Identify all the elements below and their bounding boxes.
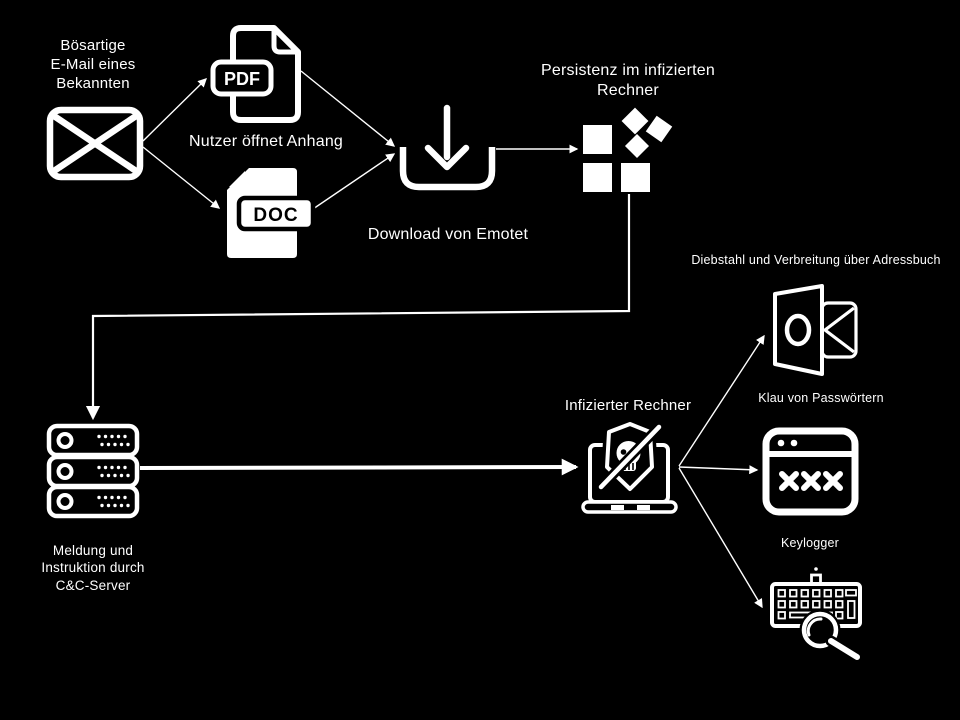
infected-computer-label: Infizierter Rechner (564, 397, 692, 414)
pdf-badge: PDF (224, 69, 260, 89)
arrow-laptop-to-outlook (678, 334, 765, 467)
address-book-theft-label: Diebstahl und Verbreitung über Adressbuc… (691, 253, 941, 267)
infected-laptop-icon (581, 418, 678, 514)
download-icon (399, 104, 496, 191)
email-envelope-icon (46, 106, 144, 181)
arrow-server-to-laptop (139, 458, 579, 476)
password-theft-label: Klau von Passwörtern (758, 391, 884, 405)
malicious-email-label-line: Bekannten (56, 75, 130, 93)
cc-server-label-line: Instruktion durch (41, 560, 145, 576)
arrow-persistence-to-server (85, 194, 631, 421)
persistence-label-line: Rechner (597, 82, 659, 100)
persistence-label: Persistenz im infizierten Rechner (541, 61, 715, 102)
open-attachment-label: Nutzer öffnet Anhang (188, 133, 344, 150)
app-fragments-icon (583, 107, 673, 192)
arrow-pdf-to-download (300, 70, 396, 147)
malicious-email-label: Bösartige E-Mail eines Bekannten (51, 36, 136, 94)
password-window-icon (762, 427, 859, 516)
arrow-laptop-to-keylogger (678, 467, 763, 609)
arrow-doc-to-download (312, 153, 396, 210)
malicious-email-label-line: Bösartige (60, 37, 126, 54)
download-emotet-label: Download von Emotet (367, 226, 529, 243)
keyboard-magnifier-icon (770, 567, 863, 663)
persistence-label-line: Persistenz im infizierten (541, 62, 715, 79)
keylogger-label: Keylogger (780, 536, 840, 550)
malicious-email-label-line: E-Mail eines (50, 56, 136, 74)
cc-server-label-line: C&C-Server (55, 577, 131, 593)
pdf-file-icon: PDF (210, 25, 301, 123)
server-stack-icon (46, 423, 140, 519)
doc-badge: DOC (253, 205, 298, 226)
arrow-email-to-doc (142, 146, 221, 209)
outlook-icon (773, 284, 858, 376)
arrow-laptop-to-passwords (678, 465, 759, 475)
arrow-email-to-pdf (142, 78, 207, 142)
cc-server-label: Meldung und Instruktion durch C&C-Server (41, 542, 144, 594)
cc-server-label-line: Meldung und (52, 543, 134, 558)
doc-file-icon: DOC (227, 168, 316, 258)
